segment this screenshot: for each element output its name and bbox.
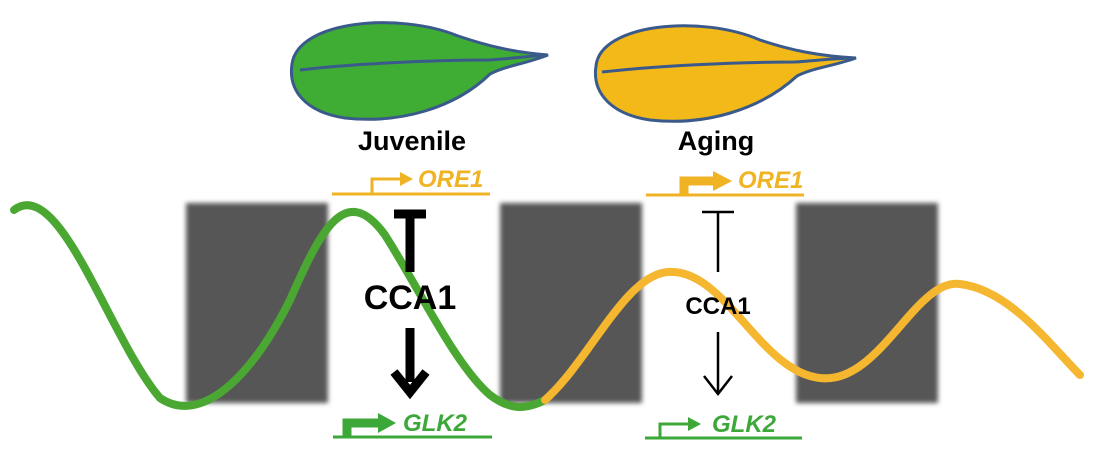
juvenile-ore1-label: ORE1: [418, 166, 483, 193]
aging-glk2-label: GLK2: [712, 411, 777, 438]
aging-activation-arrow: [703, 332, 733, 397]
juvenile-glk2-label: GLK2: [403, 410, 468, 437]
night-block: [796, 203, 938, 403]
aging-cca1-label: CCA1: [685, 293, 750, 320]
aging-ore1-label: ORE1: [738, 167, 803, 194]
aging-stage-label: Aging: [678, 126, 754, 156]
juvenile-glk2-gene: GLK2: [333, 410, 492, 439]
juvenile-repression-arrow: [394, 209, 426, 272]
juvenile-cca1-label: CCA1: [364, 279, 457, 317]
aging-oscillation-curve: [541, 267, 1084, 404]
green-leaf-icon: [289, 21, 549, 121]
juvenile-activation-arrow: [390, 328, 430, 400]
juvenile-ore1-gene: ORE1: [332, 166, 490, 196]
bent-promoter-arrow: [342, 418, 380, 437]
bent-promoter-arrow: [679, 176, 715, 195]
aging-glk2-gene: GLK2: [645, 411, 802, 440]
aging-repression-arrow: [702, 210, 734, 272]
bent-promoter-arrow: [658, 422, 688, 438]
aging-ore1-gene: ORE1: [646, 167, 804, 197]
bent-promoter-arrow: [370, 177, 400, 194]
juvenile-oscillation-curve: [10, 201, 549, 411]
juvenile-stage-label: Juvenile: [358, 126, 466, 156]
yellow-leaf-icon: [593, 24, 857, 123]
night-block: [186, 203, 328, 403]
